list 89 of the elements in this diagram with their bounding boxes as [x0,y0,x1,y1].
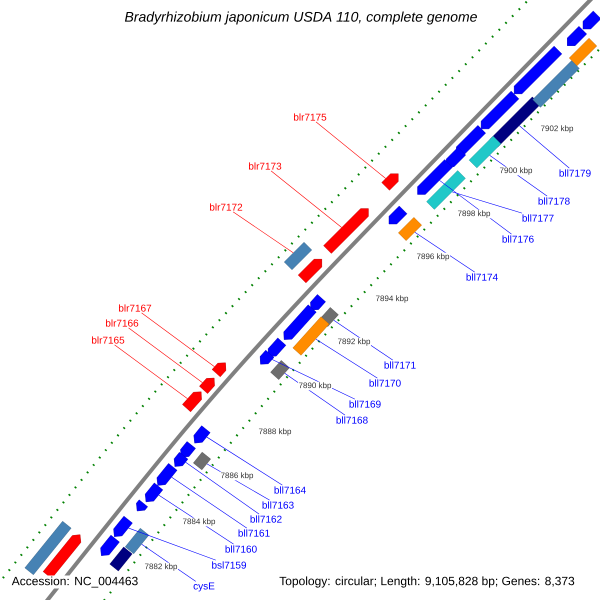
gene-block [113,516,133,537]
gene-block [398,217,422,241]
gene-block [199,378,215,394]
gene-block [426,170,466,210]
gene-block [260,350,274,364]
leader-line [270,170,342,228]
gene-block [582,10,600,30]
gene-label: blr7167 [118,304,152,312]
gene-label: bll7163 [262,501,294,509]
gene-block [194,425,210,444]
leader-line [128,528,216,560]
gene-block [136,500,148,512]
gene-block [144,482,164,502]
gene-block [468,136,502,168]
gene-block [323,208,369,254]
gene-block [446,147,466,167]
gene-block [382,174,398,190]
gene-block [156,463,178,486]
gene-block [310,294,326,310]
gene-block [480,90,520,130]
gene-block [174,452,188,467]
gene-label: bll7161 [238,529,270,537]
gene-label: bll7176 [502,235,534,243]
tick-label: 7900 kbp [499,166,533,176]
gene-label: bll7179 [560,169,591,177]
tick-label: 7894 kbp [375,294,409,304]
gene-label: cysE [194,582,214,592]
gene-block [514,46,562,94]
gene-label: bll7164 [274,486,306,494]
gene-block [456,125,486,155]
gene-block [110,546,132,572]
tick-label: 7886 kbp [220,472,254,480]
gene-label: blr7173 [248,162,282,170]
leader-line [452,192,522,214]
tick-label: 7888 kbp [258,428,292,436]
gene-label: blr7175 [294,113,326,121]
tick-label: 7890 kbp [298,382,332,390]
gene-block [284,304,316,340]
gene-block [212,362,226,378]
title: Bradyrhizobium japonicum USDA 110, complete genome [124,11,477,25]
gene-label: blr7165 [92,336,124,344]
gene-label: bll7178 [538,197,570,205]
leader-line [316,338,378,378]
leader-line [128,328,203,383]
leader-line [519,125,570,168]
leader-line [171,476,248,528]
gene-label: blr7166 [106,319,138,327]
gene-block [182,392,202,412]
leader-line [439,180,512,234]
gene-block [24,521,72,575]
leader-line [185,462,260,514]
gene-block [532,60,580,108]
leader-line [141,312,215,367]
tick-label: 7896 kbp [416,252,450,262]
gene-block [388,206,408,224]
gene-block [268,338,286,357]
gene-block [298,258,322,284]
gene-block [193,452,211,470]
gene-label: bll7174 [466,273,498,281]
tick-label: 7902 kbp [540,124,574,134]
leader-line [114,344,188,399]
leader-line [232,212,294,254]
gene-block [180,441,196,458]
gene-block [569,38,597,66]
gene-label: bll7168 [336,416,368,424]
info-text: Accession: NC_004463 [10,575,140,589]
tick-label: 7898 kbp [457,210,491,218]
gene-block [284,242,312,270]
gene-label: bsl7159 [212,561,246,569]
gene-label: bll7162 [250,515,282,523]
gene-block [292,316,330,356]
tick-label: 7892 kbp [337,338,371,346]
gene-block [100,534,120,556]
gene-block [270,360,290,380]
gene-label: blr7172 [210,203,242,211]
leader-line [316,122,386,179]
gene-label: bll7171 [384,361,416,369]
gene-block [124,528,150,554]
tick-label: 7882 kbp [144,562,178,572]
gene-label: bll7170 [370,379,401,387]
gene-block [417,159,453,195]
tick-label: 7884 kbp [182,518,216,526]
leader-line [206,436,283,486]
leader-line [414,232,475,272]
gene-block [567,26,587,46]
gene-label: bll7160 [226,545,257,553]
gene-label: bll7177 [522,214,554,222]
gene-label: bll7169 [350,400,381,408]
info-text: Topology: circular; Length: 9,105,828 bp; Genes: 8,373 [278,575,576,589]
